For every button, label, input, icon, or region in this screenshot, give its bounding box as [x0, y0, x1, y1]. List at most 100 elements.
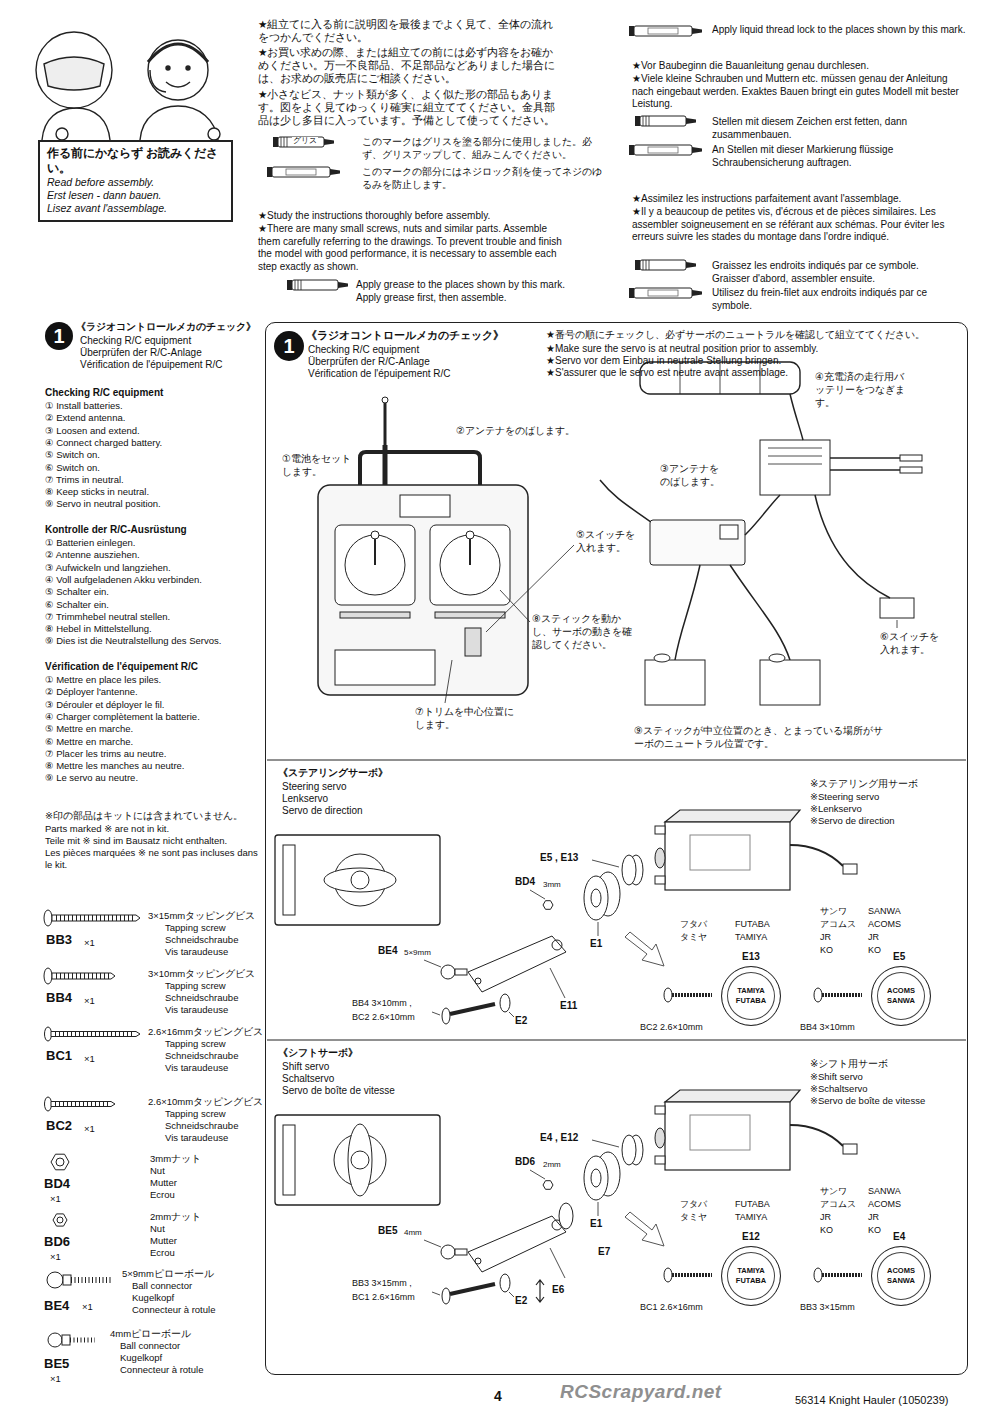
servo — [760, 660, 820, 705]
brand-name: SANWA — [868, 906, 901, 917]
part-name: 2mmナット — [150, 1211, 201, 1223]
note-text: ⑧ Keep sticks in neutral. — [45, 486, 260, 498]
cartoon-characters — [36, 32, 220, 140]
size-label: BC2 2.6×10mm — [640, 1022, 703, 1033]
note-text: ※Lenkservo — [810, 803, 862, 815]
note-text: An Stellen mit dieser Markierung flüssig… — [712, 144, 967, 169]
brand-name: ACOMS — [868, 919, 901, 930]
transmitter — [384, 402, 387, 445]
part-code: BE4 — [44, 1298, 69, 1314]
screw-icon — [44, 968, 52, 984]
part-name: Tapping screw — [165, 1108, 226, 1120]
note-text: ⑤ Schalter ein. — [45, 586, 260, 598]
screw-icon — [56, 973, 109, 979]
grease-mark — [287, 280, 348, 290]
transmitter — [382, 397, 388, 403]
servo — [348, 1124, 372, 1196]
wire — [675, 565, 700, 660]
cartoon-characters — [150, 70, 166, 92]
callout-text: ⑥スイッチを入れます。 — [880, 630, 946, 656]
section-heading: Checking R/C equipment — [45, 387, 163, 400]
size-label: BB4 3×10mm — [800, 1022, 855, 1033]
transmitter — [400, 495, 450, 517]
note-text: Utilisez du frein-filet aux endroits ind… — [712, 287, 967, 312]
part-name: Schneidschraube — [165, 992, 238, 1004]
section-heading: Vérification de l'équipement R/C — [45, 661, 198, 674]
note-text: ★There are many small screws, nuts and s… — [258, 223, 568, 273]
note-text: ⑨ Le servo au neutre. — [45, 772, 260, 784]
callout-text: ⑧スティックを動かし、サーボの動きを確認してください。 — [532, 612, 636, 651]
note-text: このマークの部分にはネジロック剤を使ってネジのゆるみを防止します。 — [362, 166, 602, 191]
note-text: Schaltservo — [282, 1073, 334, 1086]
screw-icon — [45, 1097, 52, 1111]
sign-text: Erst lesen - dann bauen. — [47, 189, 224, 202]
part-code: BD4 — [44, 1176, 70, 1192]
note-text: ★Assimilez les instructions parfaitement… — [632, 193, 967, 206]
callout-text: ⑨スティックが中立位置のとき、とまっている場所がサーボのニュートラル位置です。 — [634, 724, 884, 750]
brand-name: KO — [868, 1225, 881, 1236]
size-label: BC1 2.6×16mm — [640, 1302, 703, 1313]
transmitter — [318, 397, 528, 695]
servo — [283, 845, 295, 915]
cartoon-characters — [166, 82, 190, 87]
part-name: 2.6×16mmタッピングビス — [148, 1026, 263, 1038]
ball-connector-icon — [62, 1335, 70, 1345]
transmitter — [469, 537, 471, 565]
part-name: Ecrou — [150, 1247, 175, 1259]
cartoon-characters — [42, 108, 110, 140]
note-text: ⑥ Switch on. — [45, 462, 260, 474]
watermark: RCScrapyard.net — [560, 1380, 722, 1404]
note-text: ★Make sure the servo is at neutral posit… — [546, 343, 818, 355]
part-name: Mutter — [150, 1177, 177, 1189]
wire — [830, 457, 900, 459]
callout-text: ①電池をセットします。 — [282, 452, 356, 478]
note-text: ★番号の順にチェックし、必ずサーボのニュートラルを確認して組立ててください。 — [546, 329, 925, 341]
part-name: Vis taraudeuse — [165, 1004, 228, 1016]
wire — [745, 495, 780, 535]
note-text: ④ Voll aufgeladenen Akku verbinden. — [45, 574, 260, 586]
servo — [275, 835, 440, 925]
note-text: ★Servo vor dem Einbau in neutrale Stellu… — [546, 355, 781, 367]
part-code: BC1 — [46, 1048, 72, 1064]
cartoon-characters — [166, 66, 170, 70]
servo — [351, 871, 369, 889]
part-code: BD6 — [515, 1156, 535, 1169]
note-text: ⑨ Dies ist die Neutralstellung des Servo… — [45, 635, 260, 647]
note-text: ★お買い求めの際、または組立ての前には必ず内容をお確かめください。万一不良部品、… — [258, 46, 558, 85]
brand-name: KO — [820, 945, 833, 956]
note-text: Vérification de l'épuipement R/C — [80, 359, 223, 372]
servo-part — [536, 1203, 573, 1302]
divider-line — [267, 760, 966, 1040]
note-text: Lenkservo — [282, 793, 328, 806]
part-name: Connecteur à rotule — [120, 1364, 203, 1376]
note-text: Parts marked ※ are not in kit. — [45, 823, 260, 835]
note-text: Les pièces marquées ※ ne sont pas inclus… — [45, 847, 260, 871]
note-text: ⑥ Schalter ein. — [45, 599, 260, 611]
note-text: ※Steering servo — [810, 791, 879, 803]
callout-text: ③アンテナをのばします。 — [660, 462, 722, 488]
speed-controller — [900, 467, 922, 473]
note-text: ★組立てに入る前に説明図を最後までよく見て、全体の流れをつかんでください。 — [258, 18, 558, 44]
transmitter — [466, 531, 474, 539]
size-label: BB3 3×15mm , — [352, 1278, 412, 1289]
part-name: Vis taraudeuse — [165, 1062, 228, 1074]
note-text: ★Vor Baubeginn die Bauanleitung genau du… — [632, 60, 967, 73]
part-name: Ecrou — [150, 1189, 175, 1201]
quantity: ×1 — [84, 1123, 95, 1135]
part-name: 4mmピローボール — [110, 1328, 191, 1340]
part-code: E7 — [598, 1246, 610, 1259]
screw-icon — [52, 915, 140, 921]
step-panel: 《ラジオコントロールメカのチェック》Checking R/C equipment… — [265, 322, 968, 1375]
wire — [830, 469, 900, 471]
size-label: BC2 2.6×10mm — [352, 1012, 415, 1023]
servo-part — [536, 1280, 544, 1302]
part-code: E13 — [742, 951, 760, 964]
mark-label: グリス — [292, 137, 318, 145]
part-name: 3×10mmタッピングビス — [148, 968, 255, 980]
note-text: ② Extend antenna. — [45, 412, 260, 424]
brand-name: KO — [820, 1225, 833, 1236]
part-name: Ball connector — [120, 1340, 180, 1352]
transmitter — [335, 525, 415, 605]
brand-name: JR — [868, 1212, 879, 1223]
note-text: ※Servo de direction — [810, 815, 895, 827]
